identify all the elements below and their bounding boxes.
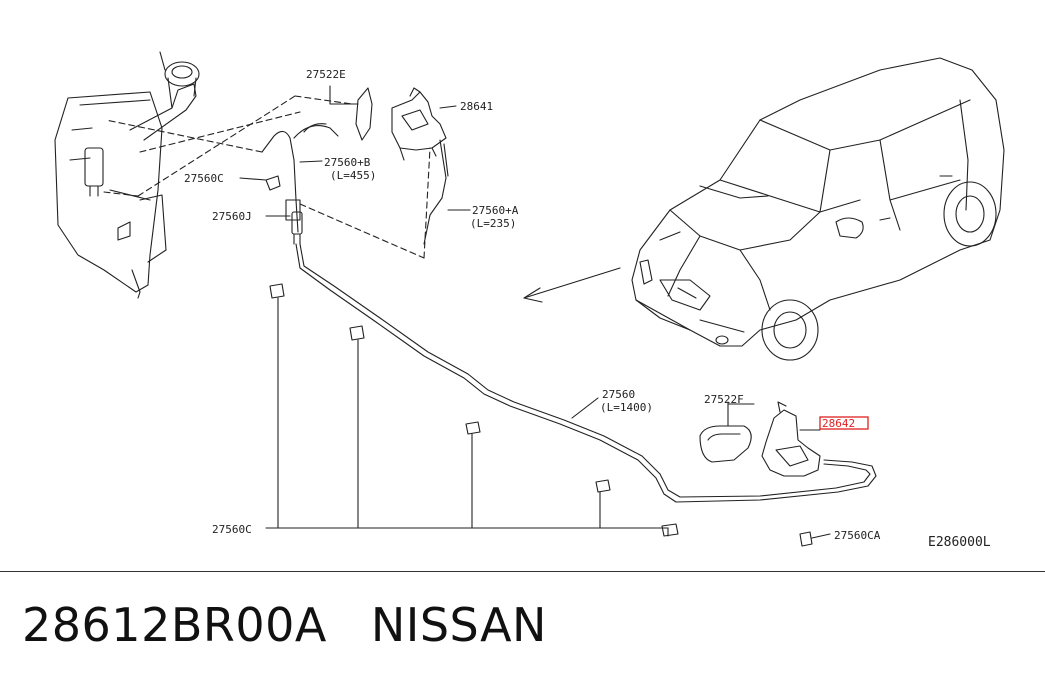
joint-27560j [291,211,303,245]
label-27560-length: (L=1400) [600,401,653,414]
label-27522f: 27522F [704,393,744,406]
clips-27560c [269,283,679,537]
leaders-upper [239,85,755,419]
diagram-code: E286000L [928,535,991,550]
cap-27522f [699,401,752,463]
highlight-box-28642 [819,416,869,430]
car-illustration [631,57,1005,361]
parts-diagram: 27522E 28641 27560+B (L=455) 27560C 2756… [54,51,1005,550]
label-27560b-length: (L=455) [330,169,376,182]
leaders-27560c [265,297,669,537]
label-27522e: 27522E [306,68,346,81]
label-28642: 28642 [822,417,855,430]
part-number: 28612BR00A [22,598,327,652]
label-27560a-length: (L=235) [470,217,516,230]
label-27560b: 27560+B [324,156,371,169]
nozzle-28641 [391,87,447,161]
label-27560: 27560 [602,388,635,401]
divider [0,571,1045,572]
label-27560ca: 27560CA [834,529,881,542]
footer: 28612BR00A NISSAN [22,598,547,652]
brand-name: NISSAN [370,598,547,652]
label-27560a: 27560+A [472,204,519,217]
cap-27522e [355,87,373,141]
label-27560c-bottom: 27560C [212,523,252,536]
label-28641: 28641 [460,100,493,113]
hose-27560a [423,139,449,245]
clip-27560ca [799,531,831,547]
washer-tank [54,51,200,299]
hose-27560 [295,243,877,503]
label-27560c-top: 27560C [184,172,224,185]
nozzle-28642 [761,401,821,477]
direction-arrow [523,267,621,303]
label-27560j: 27560J [212,210,252,223]
assembly-lines-upper [103,95,431,259]
clip-27560c-top [265,175,281,191]
hose-27560b [261,123,339,233]
